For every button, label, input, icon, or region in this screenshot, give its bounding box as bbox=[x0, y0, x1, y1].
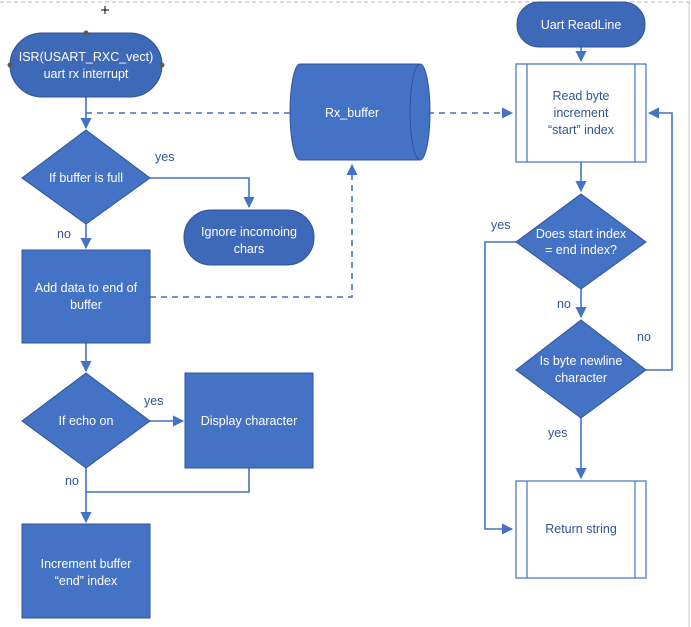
crosshair-cursor-icon bbox=[101, 6, 109, 14]
edge-adddata-to-rxbuffer bbox=[150, 163, 358, 298]
node-add-data[interactable]: Add data to end of buffer bbox=[21, 249, 151, 344]
node-isr-line2: uart rx interrupt bbox=[44, 67, 129, 81]
node-isr[interactable]: ISR(USART_RXC_vect) uart rx interrupt bbox=[7, 30, 165, 98]
node-ignore[interactable]: Ignore incomoing chars bbox=[183, 209, 315, 266]
edge-startend-yes bbox=[484, 241, 516, 535]
edge-newline-no bbox=[646, 107, 673, 371]
edge-display-to-increment bbox=[86, 468, 250, 493]
node-read-byte-line3: “start” index bbox=[548, 123, 615, 137]
label-start-no: no bbox=[557, 297, 571, 311]
node-add-data-line1: Add data to end of bbox=[35, 281, 138, 295]
label-newline-no: no bbox=[637, 330, 651, 344]
node-increment-end-line1: Increment buffer bbox=[41, 557, 132, 571]
node-display-char[interactable]: Display character bbox=[184, 372, 314, 469]
node-echo-on-line1: If echo on bbox=[59, 414, 114, 428]
node-echo-on[interactable]: If echo on bbox=[21, 372, 151, 469]
label-newline-yes: yes bbox=[548, 426, 567, 440]
node-ignore-line1: Ignore incomoing bbox=[201, 225, 297, 239]
node-increment-end[interactable]: Increment buffer “end” index bbox=[21, 523, 151, 619]
node-rx-buffer[interactable]: Rx_buffer bbox=[289, 63, 431, 161]
node-start-eq-end[interactable]: Does start index = end index? bbox=[515, 193, 647, 290]
node-newline[interactable]: Is byte newline character bbox=[515, 319, 647, 419]
node-ignore-line2: chars bbox=[234, 242, 265, 256]
node-buffer-full-line1: If buffer is full bbox=[49, 171, 123, 185]
node-read-byte-line1: Read byte bbox=[553, 89, 610, 103]
node-start-eq-end-line2: = end index? bbox=[545, 243, 617, 257]
node-read-byte[interactable]: Read byte increment “start” index bbox=[515, 63, 647, 163]
label-echo-yes: yes bbox=[144, 394, 163, 408]
node-return-string-line1: Return string bbox=[545, 522, 617, 536]
node-readline[interactable]: Uart ReadLine bbox=[516, 1, 646, 48]
node-readline-line1: Uart ReadLine bbox=[541, 18, 622, 32]
node-rx-buffer-line1: Rx_buffer bbox=[325, 106, 379, 120]
node-return-string[interactable]: Return string bbox=[515, 480, 647, 579]
node-buffer-full[interactable]: If buffer is full bbox=[21, 129, 151, 225]
node-increment-end-line2: “end” index bbox=[55, 574, 118, 588]
node-read-byte-line2: increment bbox=[554, 106, 609, 120]
node-newline-line1: Is byte newline bbox=[540, 354, 623, 368]
label-full-no: no bbox=[57, 227, 71, 241]
node-isr-line1: ISR(USART_RXC_vect) bbox=[19, 50, 154, 64]
label-full-yes: yes bbox=[155, 150, 174, 164]
edge-bufferfull-yes bbox=[150, 177, 255, 209]
node-add-data-line2: buffer bbox=[70, 298, 102, 312]
node-start-eq-end-line1: Does start index bbox=[536, 227, 627, 241]
node-display-char-line1: Display character bbox=[201, 414, 298, 428]
node-newline-line2: character bbox=[555, 371, 607, 385]
label-start-yes: yes bbox=[491, 218, 510, 232]
label-echo-no: no bbox=[65, 474, 79, 488]
